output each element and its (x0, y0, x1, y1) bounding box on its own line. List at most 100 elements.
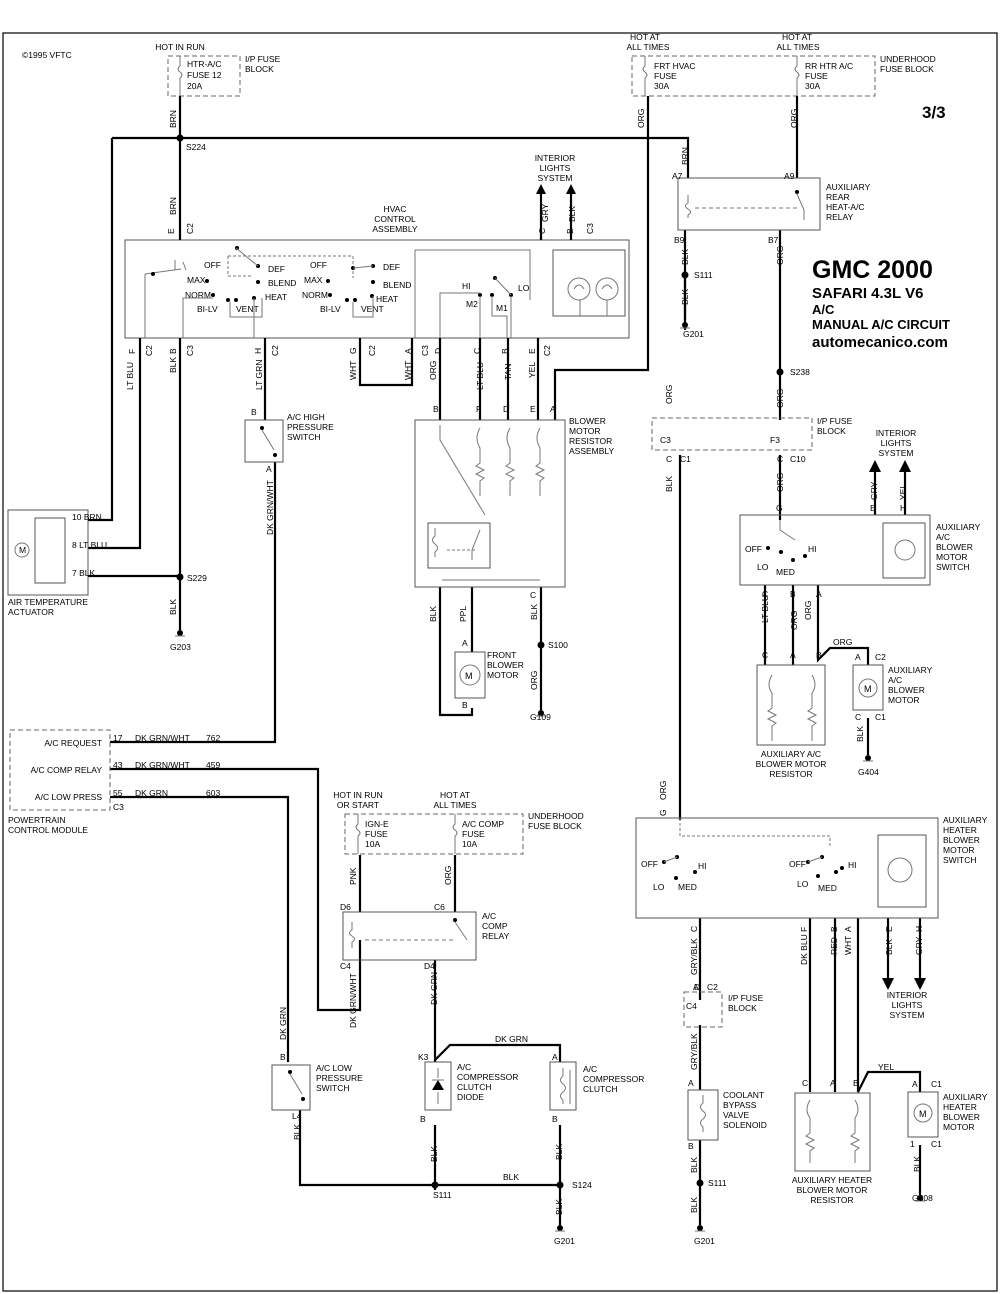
svg-text:BLK: BLK (689, 1157, 699, 1173)
svg-text:BLK: BLK (529, 604, 539, 620)
svg-text:A: A (912, 1079, 918, 1089)
svg-text:NORM: NORM (185, 290, 211, 300)
svg-text:I/P FUSE: I/P FUSE (728, 993, 764, 1003)
svg-text:A/C: A/C (482, 911, 496, 921)
svg-text:ORG: ORG (803, 601, 813, 620)
svg-text:PPL: PPL (458, 606, 468, 622)
svg-text:BLOWER: BLOWER (487, 660, 524, 670)
svg-text:BLEND: BLEND (268, 278, 296, 288)
svg-text:S124: S124 (572, 1180, 592, 1190)
svg-text:D: D (694, 982, 700, 992)
svg-text:OFF: OFF (641, 859, 658, 869)
hot-in-run-label: HOT IN RUN (155, 42, 204, 52)
title-model: GMC 2000 (812, 256, 933, 284)
svg-text:M1: M1 (496, 303, 508, 313)
svg-text:ORG: ORG (789, 611, 799, 630)
svg-text:BLOWER: BLOWER (943, 835, 980, 845)
svg-text:C1: C1 (680, 454, 691, 464)
svg-text:C: C (777, 454, 783, 464)
svg-text:BLOCK: BLOCK (728, 1003, 757, 1013)
svg-text:WHT: WHT (403, 361, 413, 380)
svg-text:LO: LO (518, 283, 530, 293)
ac-compressor-clutch: A B A/C COMPRESSOR CLUTCH (549, 1052, 644, 1124)
svg-text:S100: S100 (548, 640, 568, 650)
svg-text:B: B (168, 348, 178, 354)
svg-text:7 BLK: 7 BLK (72, 568, 95, 578)
svg-text:E: E (530, 404, 536, 414)
interior-lights-top: INTERIOR LIGHTS SYSTEM (535, 153, 576, 240)
svg-text:A: A (552, 1052, 558, 1062)
svg-text:AUXILIARY: AUXILIARY (826, 182, 871, 192)
svg-text:L4: L4 (292, 1111, 302, 1121)
svg-text:DK BLU: DK BLU (799, 934, 809, 965)
svg-text:LT BLU: LT BLU (475, 362, 485, 390)
svg-text:RR HTR A/C: RR HTR A/C (805, 61, 853, 71)
svg-text:YEL: YEL (898, 484, 908, 500)
svg-text:BI-LV: BI-LV (197, 304, 218, 314)
svg-text:G109: G109 (530, 712, 551, 722)
ground-points: G201 G203 G109 G404 G201 G201 G308 (170, 275, 933, 1246)
svg-text:C: C (762, 650, 768, 660)
svg-text:AUXILIARY: AUXILIARY (888, 665, 933, 675)
splice-points: S224 S111 S238 S229 S100 S111 S124 S111 (176, 134, 810, 1200)
svg-text:BLK: BLK (680, 249, 690, 265)
svg-text:BRN: BRN (168, 197, 178, 215)
svg-text:S229: S229 (187, 573, 207, 583)
svg-text:B: B (500, 348, 510, 354)
aux-ac-blower-switch: OFF HI LO MED G E H AUXILIARY A/C BLOWER… (739, 503, 981, 599)
svg-text:HEATER: HEATER (943, 825, 977, 835)
title-website: automecanico.com (812, 334, 948, 351)
svg-text:OR START: OR START (337, 800, 379, 810)
svg-text:B: B (688, 1141, 694, 1151)
svg-text:A: A (790, 650, 796, 660)
svg-text:MED: MED (776, 567, 795, 577)
svg-text:PNK: PNK (348, 867, 358, 885)
svg-text:43: 43 (113, 760, 123, 770)
svg-text:C: C (802, 1078, 808, 1088)
svg-text:MOTOR: MOTOR (888, 695, 919, 705)
svg-text:OFF: OFF (204, 260, 221, 270)
svg-text:D6: D6 (340, 902, 351, 912)
svg-text:DEF: DEF (383, 262, 400, 272)
svg-text:AUXILIARY A/C: AUXILIARY A/C (761, 749, 821, 759)
svg-text:C: C (689, 926, 699, 932)
svg-text:LO: LO (757, 562, 769, 572)
svg-text:10A: 10A (462, 839, 477, 849)
svg-text:BLK: BLK (428, 606, 438, 622)
svg-text:D: D (503, 404, 509, 414)
svg-text:ORG: ORG (636, 109, 646, 128)
svg-text:BLOWER MOTOR: BLOWER MOTOR (797, 1185, 868, 1195)
svg-text:C6: C6 (434, 902, 445, 912)
svg-text:SYSTEM: SYSTEM (890, 1010, 925, 1020)
svg-text:ASSEMBLY: ASSEMBLY (372, 224, 418, 234)
svg-text:FUSE: FUSE (462, 829, 485, 839)
svg-text:BLOWER MOTOR: BLOWER MOTOR (756, 759, 827, 769)
svg-text:ORG: ORG (443, 866, 453, 885)
svg-text:B: B (280, 1052, 286, 1062)
svg-text:C: C (472, 348, 482, 354)
ac-low-pressure-switch: B L4 A/C LOW PRESSURE SWITCH (271, 1052, 363, 1121)
svg-text:F: F (127, 349, 137, 354)
svg-text:C3: C3 (113, 802, 124, 812)
svg-text:HEAT: HEAT (376, 294, 398, 304)
svg-text:SWITCH: SWITCH (936, 562, 970, 572)
svg-text:FUSE 12: FUSE 12 (187, 70, 222, 80)
svg-text:30A: 30A (805, 81, 820, 91)
svg-text:BLK: BLK (680, 289, 690, 305)
svg-text:A: A (855, 652, 861, 662)
interior-lights-right: INTERIOR LIGHTS SYSTEM (876, 428, 917, 458)
svg-text:8 LT BLU: 8 LT BLU (72, 540, 107, 550)
svg-text:G: G (658, 809, 668, 816)
svg-text:GRY: GRY (869, 481, 879, 500)
svg-text:C: C (666, 454, 672, 464)
svg-text:DK GRN: DK GRN (135, 788, 168, 798)
svg-text:ACTUATOR: ACTUATOR (8, 607, 54, 617)
aux-heater-blower-motor: M A C1 1 C1 AUXILIARY HEATER BLOWER MOTO… (907, 1079, 988, 1149)
svg-text:BLOWER: BLOWER (936, 542, 973, 552)
svg-text:C4: C4 (686, 1001, 697, 1011)
svg-text:BLOWER: BLOWER (943, 1112, 980, 1122)
svg-text:BLK: BLK (884, 939, 894, 955)
svg-text:H: H (900, 503, 906, 513)
svg-text:RESISTOR: RESISTOR (769, 769, 812, 779)
svg-text:F: F (799, 927, 809, 932)
